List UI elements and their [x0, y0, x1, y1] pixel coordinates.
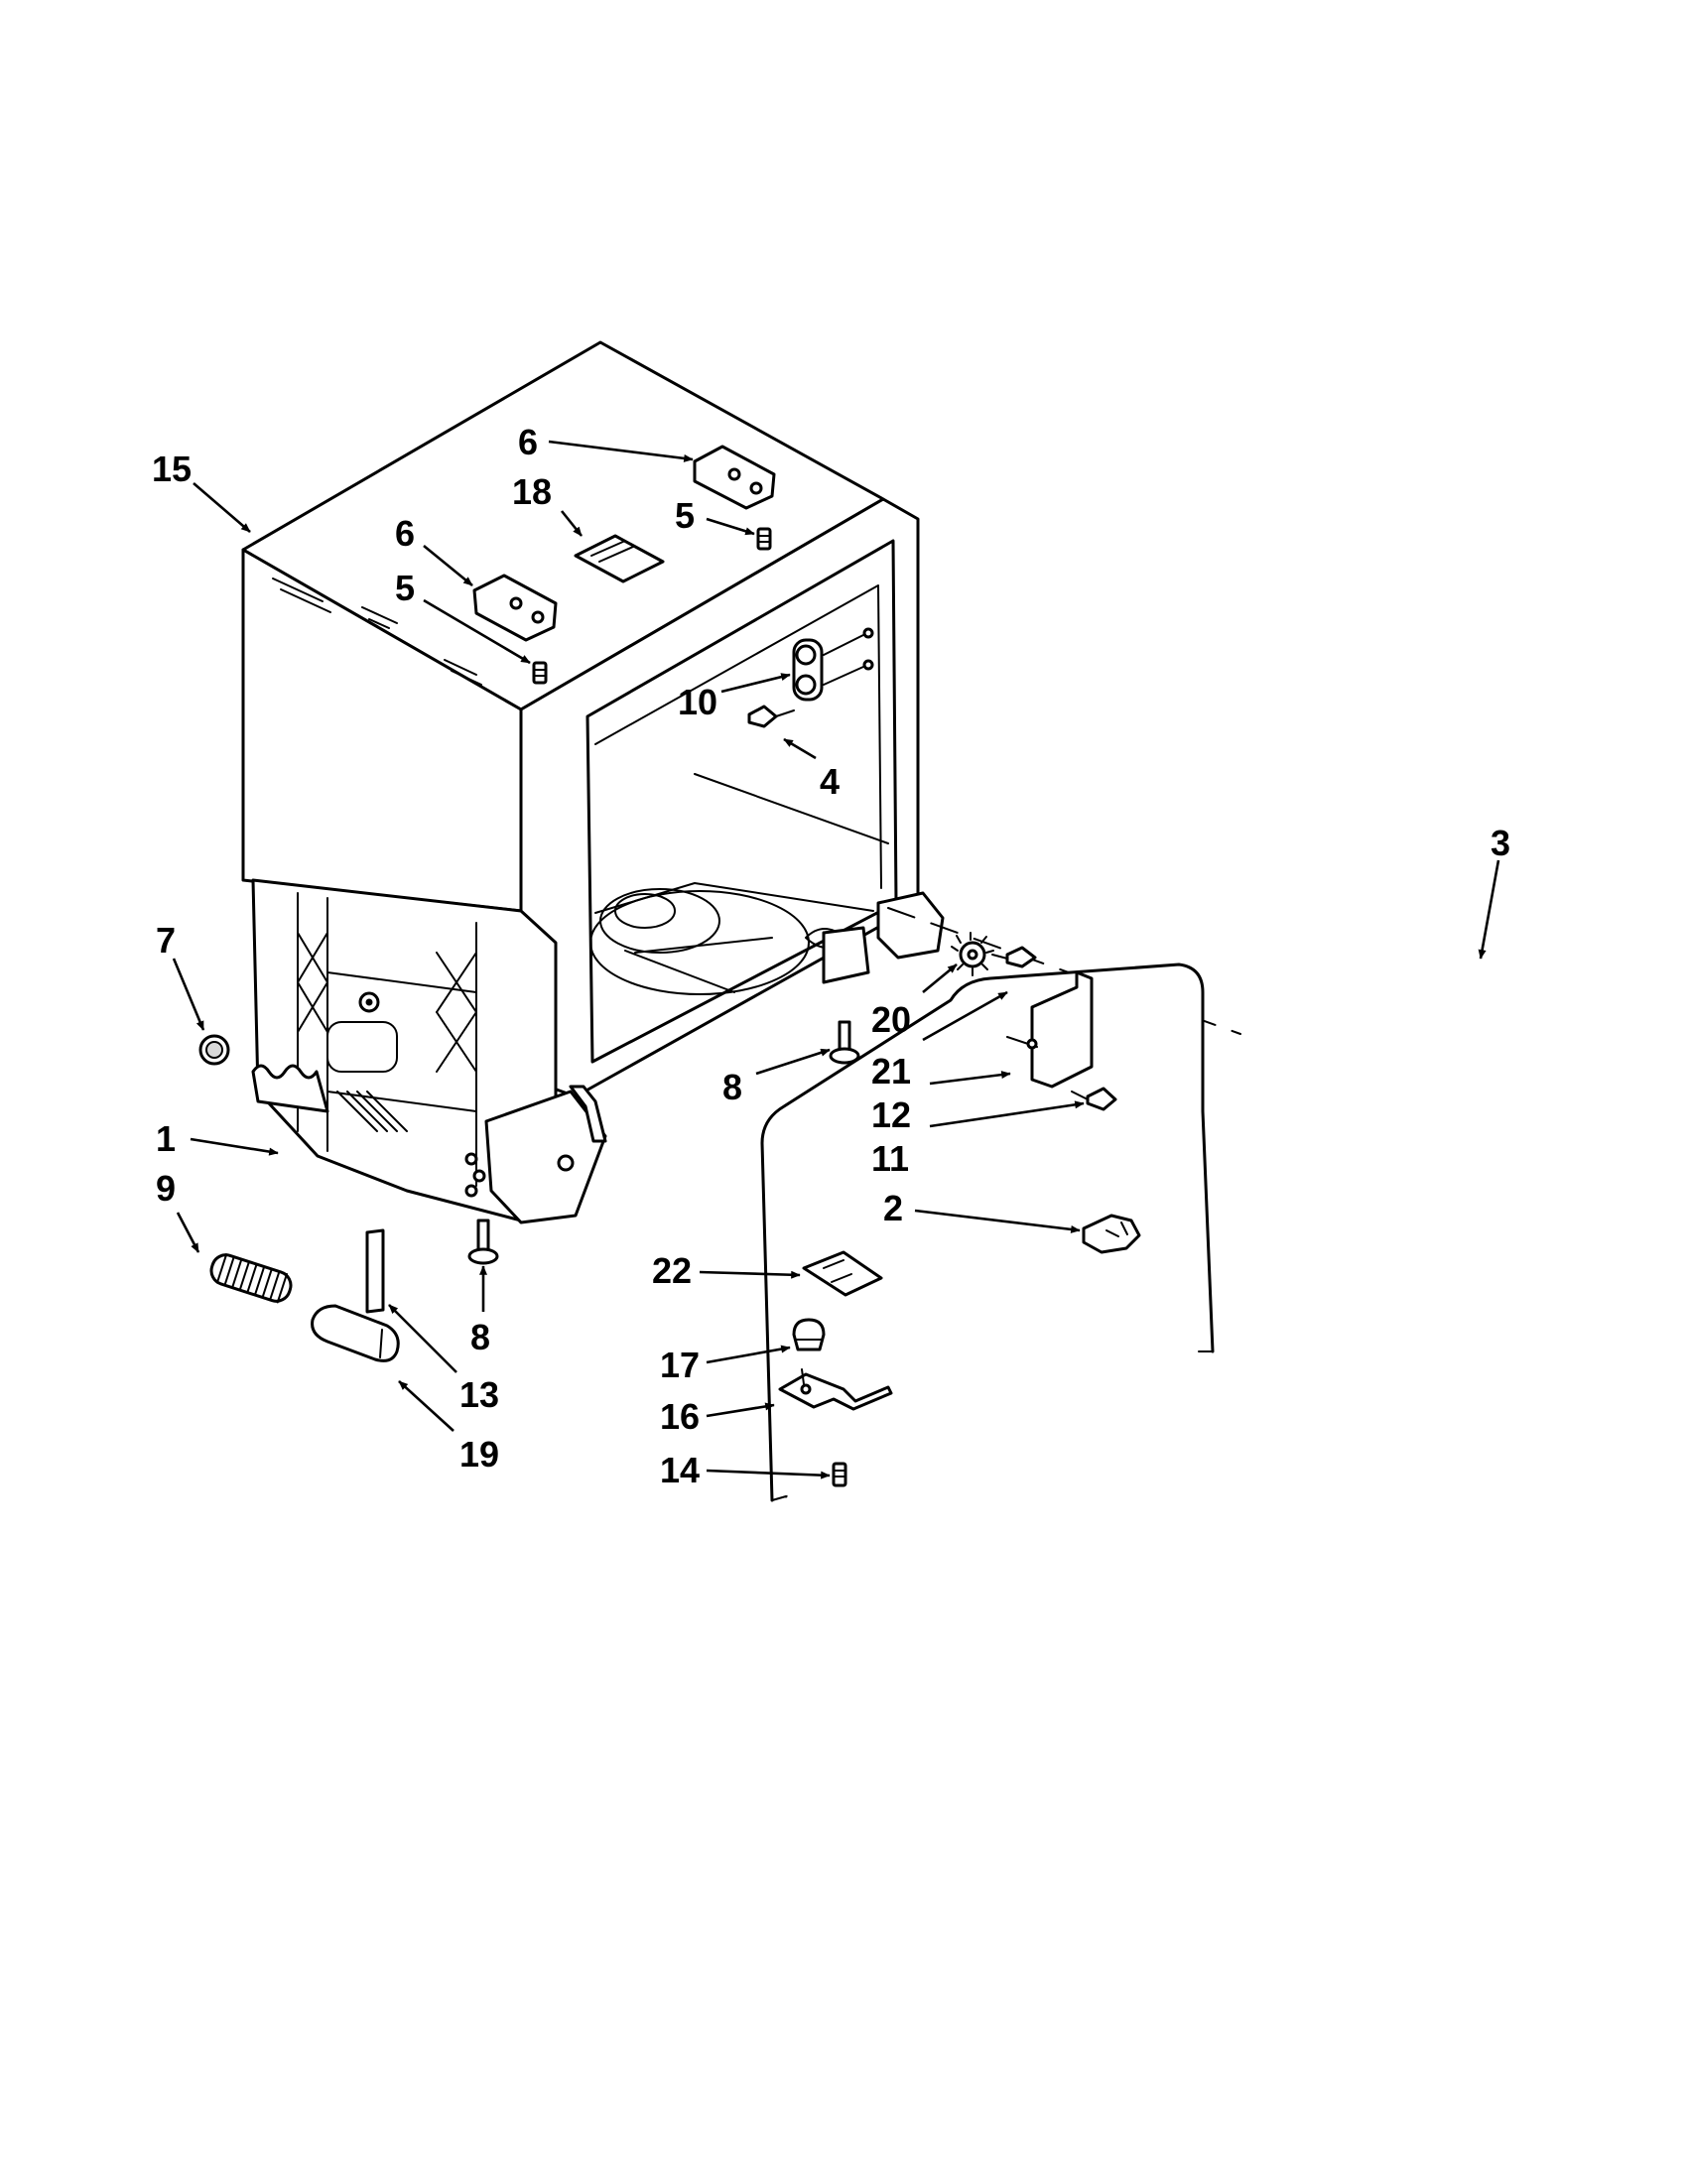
callout-9: 9 — [156, 1168, 176, 1209]
callout-12: 12 — [871, 1094, 911, 1135]
junction-bracket — [1006, 970, 1094, 1089]
callout-20: 20 — [871, 999, 911, 1040]
callout-18: 18 — [512, 471, 552, 512]
callout-15: 15 — [152, 449, 192, 489]
callout-13: 13 — [459, 1374, 499, 1415]
callout-labels: 15 6 18 5 6 5 10 4 3 7 20 21 8 12 1 11 9… — [152, 422, 1510, 1490]
callout-5-upper: 5 — [675, 495, 695, 536]
callout-8-upper: 8 — [722, 1067, 742, 1107]
callout-7: 7 — [156, 920, 176, 961]
hinge-bracket-upper — [693, 445, 776, 510]
callout-6-upper: 6 — [518, 422, 538, 462]
thermostat-cap — [792, 1318, 826, 1351]
mounting-screw — [747, 705, 795, 728]
callout-10: 10 — [678, 682, 717, 722]
foam-pad — [311, 1304, 400, 1362]
spring — [209, 1253, 293, 1304]
bracket-screw — [1071, 1087, 1117, 1111]
callout-14: 14 — [660, 1450, 700, 1490]
callout-19: 19 — [459, 1434, 499, 1475]
callout-17: 17 — [660, 1345, 700, 1385]
thermostat-bracket — [778, 1368, 893, 1411]
grommet — [198, 1034, 230, 1066]
callout-11: 11 — [871, 1138, 909, 1179]
callout-6-lower: 6 — [395, 513, 415, 554]
callout-1: 1 — [156, 1118, 176, 1159]
screw-lower — [532, 661, 548, 685]
leveling-leg-lower — [467, 1219, 499, 1265]
mounting-plate — [802, 1250, 883, 1297]
callout-2: 2 — [883, 1188, 903, 1228]
leader-lines — [172, 440, 1500, 1479]
callout-3: 3 — [1491, 823, 1510, 863]
callout-16: 16 — [660, 1396, 700, 1437]
callout-8-lower: 8 — [470, 1317, 490, 1357]
bracket-screw-small — [832, 1462, 847, 1487]
leveling-leg-upper — [829, 1020, 860, 1065]
label-plate — [574, 534, 665, 583]
door-gasket — [760, 963, 1215, 1502]
rack-bracket — [792, 627, 874, 702]
callout-4: 4 — [820, 761, 840, 802]
insulation-strip — [365, 1228, 385, 1314]
door-clip — [1082, 1214, 1141, 1254]
callout-21: 21 — [871, 1051, 911, 1092]
screw-upper — [756, 527, 772, 551]
callout-22: 22 — [652, 1250, 692, 1291]
hinge-bracket-lower — [472, 574, 558, 642]
star-washer — [951, 932, 994, 976]
hex-screw — [991, 946, 1037, 968]
callout-5-lower: 5 — [395, 568, 415, 608]
